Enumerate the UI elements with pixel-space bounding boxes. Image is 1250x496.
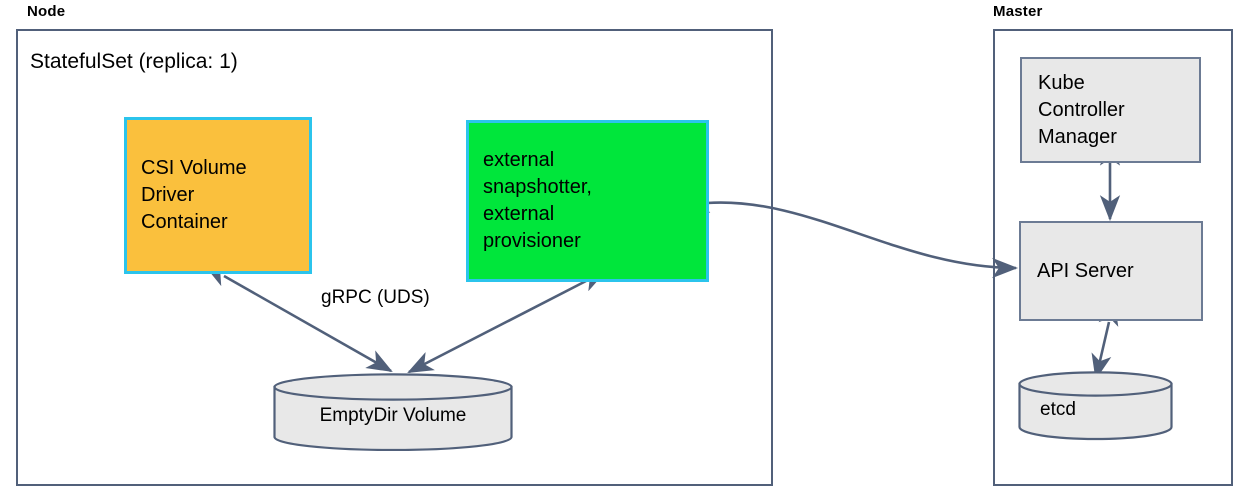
emptydir-volume-cylinder-shape <box>273 373 513 452</box>
node-csi-volume-driver-container[interactable]: CSI Volume Driver Container <box>124 117 312 274</box>
zone-label-master: Master <box>993 3 1043 20</box>
node-api-server[interactable]: API Server <box>1019 221 1203 321</box>
node-kube-controller-manager[interactable]: Kube Controller Manager <box>1020 57 1201 163</box>
node-emptydir-volume[interactable]: EmptyDir Volume <box>273 373 513 452</box>
node-external-snapshotter-provisioner[interactable]: external snapshotter, external provision… <box>466 120 709 282</box>
edge-label-grpc-uds: gRPC (UDS) <box>321 287 430 308</box>
etcd-cylinder-shape <box>1018 371 1173 441</box>
node-emptydir-volume-label: EmptyDir Volume <box>319 405 467 426</box>
node-etcd-label: etcd <box>1040 399 1076 420</box>
node-csi-volume-driver-container-label: CSI Volume Driver Container <box>141 157 247 233</box>
statefulset-title: StatefulSet (replica: 1) <box>30 50 238 73</box>
node-etcd[interactable]: etcd <box>1018 371 1173 441</box>
node-external-snapshotter-provisioner-label: external snapshotter, external provision… <box>483 149 592 252</box>
zone-label-node: Node <box>27 3 66 20</box>
node-kube-controller-manager-label: Kube Controller Manager <box>1038 71 1125 148</box>
node-api-server-label: API Server <box>1037 259 1134 282</box>
